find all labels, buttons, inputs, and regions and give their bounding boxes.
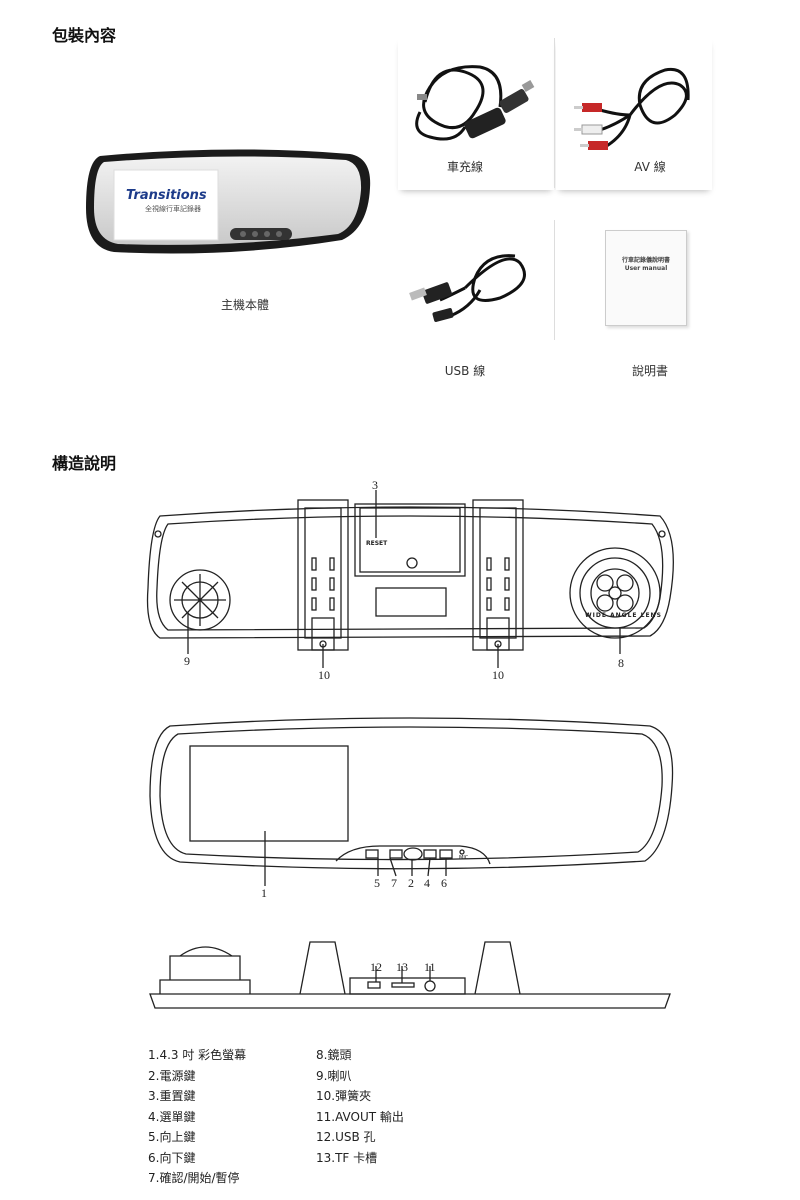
caption-av-cable: AV 線: [634, 160, 666, 174]
label-3: 3: [372, 478, 378, 492]
legend-item: 1.4.3 吋 彩色螢幕: [148, 1048, 247, 1062]
mirror-unit-image: [86, 149, 371, 254]
legend-item: 4.選單鍵: [148, 1109, 196, 1124]
wide-angle-label: WIDE ANGLE LENS: [585, 612, 662, 619]
front-view-diagram: [149, 717, 674, 886]
caption-car-charger: 車充線: [446, 160, 483, 174]
legend-item: 11.AVOUT 輸出: [316, 1109, 404, 1124]
label-8: 8: [618, 656, 624, 670]
av-cable-image: [574, 67, 690, 150]
label-11: 11: [424, 960, 436, 974]
brand-subtitle: 全視線行車記錄器: [145, 205, 201, 213]
label-9: 9: [184, 654, 190, 668]
label-5: 5: [374, 876, 380, 890]
legend-item: 7.確認/開始/暫停: [148, 1171, 240, 1185]
legend-item: 3.重置鍵: [148, 1089, 196, 1103]
tile-car-charger: [398, 38, 554, 190]
label-12: 12: [370, 960, 382, 974]
legend-item: 12.USB 孔: [316, 1130, 376, 1144]
legend-item: 8.鏡頭: [316, 1048, 352, 1062]
tile-divider: [554, 220, 555, 340]
manual-title-cn: 行車記錄儀說明書: [621, 257, 670, 264]
legend-right: 8.鏡頭 9.喇叭 10.彈簧夾 11.AVOUT 輸出 12.USB 孔 13…: [316, 1045, 404, 1168]
usb-cable-image: [409, 254, 526, 322]
legend-left: 1.4.3 吋 彩色螢幕 2.電源鍵 3.重置鍵 4.選單鍵 5.向上鍵 6.向…: [148, 1045, 246, 1189]
mic-label: MIC: [459, 855, 469, 861]
caption-main-unit: 主機本體: [220, 298, 269, 312]
section-title-structure: 構造說明: [52, 454, 117, 473]
reset-label: RESET: [366, 540, 388, 547]
caption-manual: 說明書: [631, 364, 668, 378]
label-13: 13: [396, 960, 408, 974]
legend-item: 10.彈簧夾: [316, 1089, 372, 1103]
manual-title-en: User manual: [624, 265, 668, 272]
car-charger-image: [415, 65, 535, 141]
legend-item: 2.電源鍵: [148, 1068, 196, 1083]
label-4: 4: [424, 876, 430, 890]
caption-usb-cable: USB 線: [444, 364, 486, 378]
label-7: 7: [391, 876, 397, 890]
legend-item: 13.TF 卡槽: [316, 1150, 378, 1165]
user-manual-image: 行車記錄儀說明書 User manual: [605, 230, 687, 326]
label-10-left: 10: [318, 668, 330, 682]
label-2: 2: [408, 876, 414, 890]
brand-logo: Transitions: [126, 188, 207, 203]
legend-item: 5.向上鍵: [148, 1130, 196, 1144]
tile-av-cable: [556, 38, 712, 190]
label-10-right: 10: [492, 668, 504, 682]
back-view-diagram: [146, 490, 674, 668]
section-title-package: 包裝內容: [52, 26, 117, 45]
label-1: 1: [261, 886, 267, 900]
legend-item: 6.向下鍵: [148, 1150, 196, 1165]
tile-divider: [554, 38, 555, 188]
bottom-view-diagram: [149, 941, 671, 1009]
legend-item: 9.喇叭: [316, 1068, 352, 1083]
label-6: 6: [441, 876, 447, 890]
